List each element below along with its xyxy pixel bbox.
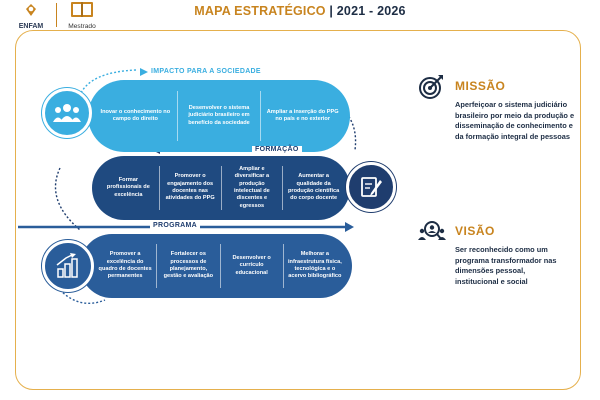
programa-item-2: Fortalecer os processos de planejamento,…	[156, 243, 219, 289]
impacto-label: IMPACTO PARA A SOCIEDADE	[148, 68, 264, 75]
enfam-emblem-icon	[26, 4, 36, 16]
people-search-icon	[418, 221, 446, 240]
impacto-item-2: Desenvolver o sistema judiciário brasile…	[176, 90, 261, 142]
mestrado-logo-text: Mestrado	[68, 23, 96, 30]
programa-band: Promover a excelência do quadro de docen…	[80, 234, 352, 298]
programa-item-1: Promover a excelência do quadro de docen…	[98, 251, 152, 280]
formacao-item-3: Ampliar e diversificar a produção intele…	[220, 165, 283, 211]
programa-label: PROGRAMA	[150, 222, 201, 229]
growth-chart-icon	[56, 253, 78, 278]
missao-text: Aperfeiçoar o sistema judiciário brasile…	[455, 100, 575, 141]
content-frame	[15, 30, 581, 390]
impacto-icon-circle	[42, 88, 92, 138]
formacao-icon-circle	[346, 162, 396, 212]
formacao-label: FORMAÇÃO	[252, 146, 302, 153]
formacao-item-2: Promover o engajamento dos docentes nas …	[158, 165, 221, 211]
header-divider	[56, 3, 57, 27]
missao-title: MISSÃO	[455, 79, 506, 93]
visao-title: VISÃO	[455, 224, 495, 238]
impacto-band: Inovar o conhecimento no campo do direit…	[88, 80, 350, 152]
page-title-separator: |	[325, 4, 337, 18]
page-title: MAPA ESTRATÉGICO | 2021 - 2026	[0, 4, 600, 18]
page-title-years: 2021 - 2026	[336, 4, 406, 18]
target-icon	[419, 75, 443, 99]
programa-icon-circle	[42, 240, 94, 292]
programa-item-4: Melhorar a infraestrutura física, tecnol…	[282, 243, 352, 289]
missao-icon	[418, 74, 444, 100]
mestrado-logo: Mestrado	[62, 1, 102, 30]
visao-text: Ser reconhecido como um programa transfo…	[455, 245, 557, 286]
programa-item-3: Desenvolver o currículo educacional	[219, 243, 283, 289]
people-group-icon	[53, 104, 81, 122]
book-icon	[71, 2, 93, 17]
document-pen-icon	[361, 177, 382, 197]
enfam-logo: ENFAM	[14, 2, 48, 30]
visao-icon	[418, 220, 446, 244]
page-title-main: MAPA ESTRATÉGICO	[194, 4, 326, 18]
formacao-item-1: Formar profissionais de excelência	[106, 177, 150, 198]
impacto-item-3: Ampliar a inserção do PPG no país e no e…	[260, 90, 350, 142]
formacao-band: Formar profissionais de excelência Promo…	[92, 156, 350, 220]
formacao-item-4: Aumentar a qualidade da produção científ…	[282, 165, 350, 211]
impacto-item-1: Inovar o conhecimento no campo do direit…	[100, 108, 171, 122]
enfam-logo-text: ENFAM	[18, 23, 44, 30]
